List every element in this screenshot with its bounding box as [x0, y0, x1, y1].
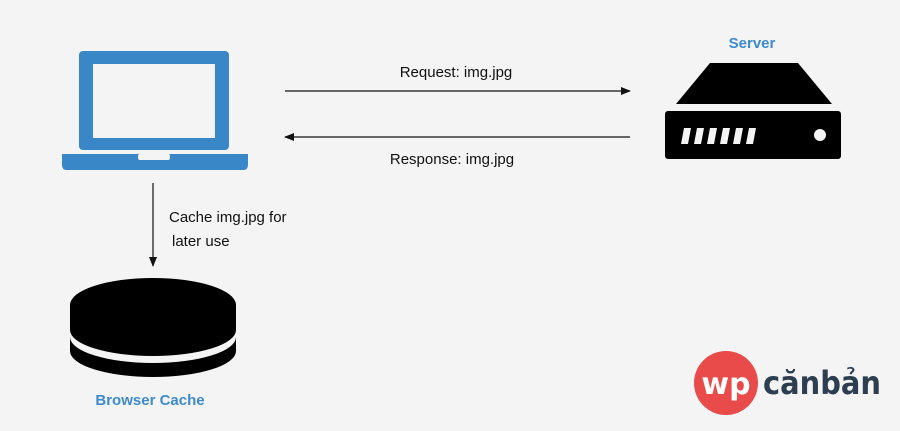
browser-cache-title: Browser Cache [95, 392, 204, 409]
laptop-icon [62, 51, 248, 170]
logo-prefix: wp [701, 367, 750, 402]
logo-badge [694, 351, 758, 415]
server-title: Server [729, 35, 776, 52]
cache-label-line2: later use [172, 233, 230, 250]
database-icon [70, 278, 236, 377]
wpcanban-logo: wp cănbản [694, 351, 881, 415]
cache-label-line1: Cache img.jpg for [169, 209, 287, 226]
request-label: Request: img.jpg [400, 64, 513, 81]
logo-suffix: cănbản [763, 364, 881, 402]
response-label: Response: img.jpg [390, 151, 514, 168]
server-icon [665, 63, 841, 159]
